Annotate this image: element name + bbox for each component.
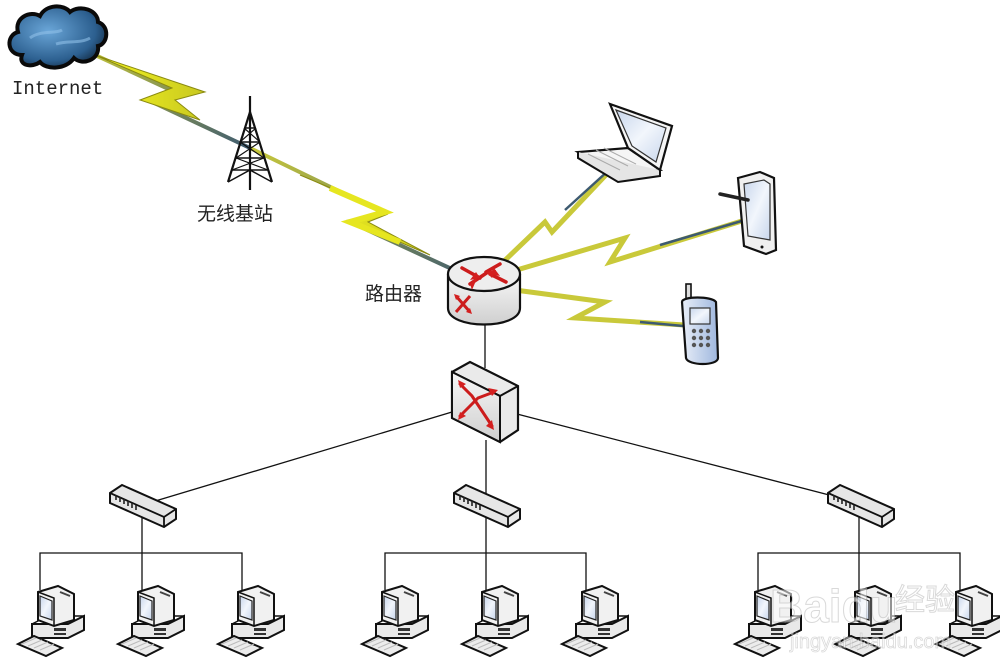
- wireless-link-router-to-tablet: [509, 217, 746, 275]
- desktop-computer-icon[interactable]: [361, 585, 429, 657]
- link-core-switch-hub-3: [516, 413, 861, 504]
- tablet-icon: [718, 170, 778, 256]
- wired-links: [39, 320, 961, 590]
- router-icon: [446, 255, 522, 326]
- watermark-url: jingyan.baidu.com: [789, 631, 951, 653]
- wireless-link-internet-to-base-station: [79, 46, 251, 150]
- internet-node: Internet: [7, 4, 109, 100]
- base-station-node: 无线基站: [197, 96, 274, 225]
- desktop-computer-icon[interactable]: [561, 585, 629, 657]
- router-label: 路由器: [365, 283, 422, 305]
- wireless-link-router-to-phone: [514, 287, 706, 330]
- internet-label: Internet: [12, 78, 103, 100]
- router-node[interactable]: 路由器: [365, 255, 522, 326]
- desktop-computer-icon[interactable]: [461, 585, 529, 657]
- watermark-product: 经验: [895, 584, 955, 617]
- antenna-tower-icon: [226, 96, 274, 190]
- cloud-icon: [7, 4, 109, 70]
- wireless-link-router-to-laptop: [498, 158, 622, 267]
- workstation-group-2: [361, 585, 629, 657]
- desktop-computer-icon[interactable]: [17, 585, 85, 657]
- hub-icon[interactable]: [827, 484, 895, 528]
- wireless-link-base-station-to-router: [249, 146, 481, 284]
- watermark-brand: Baidu: [770, 580, 898, 632]
- hub-icon[interactable]: [109, 484, 177, 528]
- core-switch-node[interactable]: [450, 360, 520, 444]
- desktop-computer-icon[interactable]: [217, 585, 285, 657]
- tablet-node[interactable]: [718, 170, 778, 256]
- core-switch-icon: [450, 360, 520, 444]
- desktop-computer-icon[interactable]: [117, 585, 185, 657]
- watermark: Baidu 经验 jingyan.baidu.com: [770, 580, 956, 654]
- phone-node[interactable]: [680, 283, 720, 366]
- laptop-node[interactable]: [574, 102, 674, 184]
- base-station-label: 无线基站: [197, 203, 273, 225]
- workstation-group-1: [17, 585, 285, 657]
- laptop-icon: [574, 102, 674, 184]
- link-core-switch-hub-1: [141, 411, 453, 506]
- mobile-phone-icon: [680, 283, 720, 366]
- hub-icon[interactable]: [453, 484, 521, 528]
